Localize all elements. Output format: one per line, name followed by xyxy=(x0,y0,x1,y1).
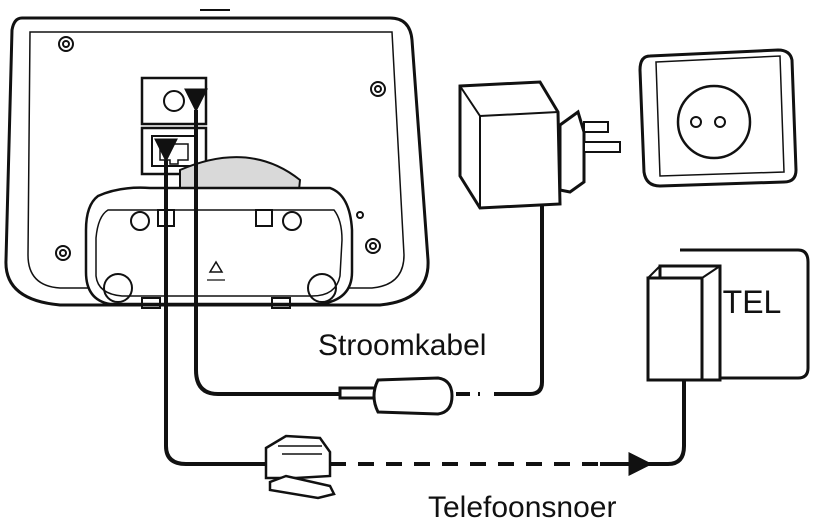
phone-wall-jack-icon xyxy=(646,248,810,382)
wall-jack-label: TEL xyxy=(723,284,782,320)
power-cable xyxy=(184,88,544,396)
power-plug-icon xyxy=(338,376,454,416)
base-station xyxy=(4,9,430,309)
phone-cord-label: Telefoonsnoer xyxy=(428,491,616,524)
power-cable-label: Stroomkabel xyxy=(318,329,486,362)
stand xyxy=(84,156,354,309)
rj11-plug-icon xyxy=(264,434,336,500)
wall-outlet-icon xyxy=(638,48,798,188)
phone-cord xyxy=(154,138,686,476)
screw-icon xyxy=(55,36,386,261)
power-adapter-icon xyxy=(458,80,621,210)
